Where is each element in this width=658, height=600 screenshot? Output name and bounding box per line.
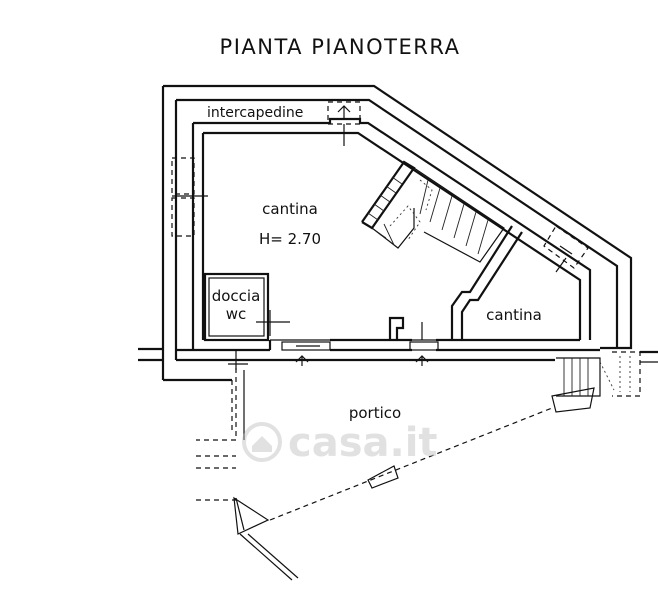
pillar — [388, 316, 405, 340]
label-portico: portico — [349, 404, 401, 422]
left-windows — [171, 157, 208, 237]
inner-walls — [176, 117, 600, 362]
label-cantina-right: cantina — [486, 306, 542, 324]
label-cantina-main: cantina — [262, 200, 318, 218]
right-window — [543, 225, 589, 273]
watermark-text: casa.it — [288, 420, 438, 466]
watermark-logo — [242, 422, 282, 462]
doccia-wc-room — [203, 272, 290, 342]
staircase-right — [413, 167, 505, 263]
label-intercapedine: intercapedine — [207, 105, 303, 121]
portico-outline — [196, 368, 553, 581]
staircase-left — [361, 160, 421, 249]
label-height: H= 2.70 — [259, 230, 321, 248]
plan-title: PIANTA PIANOTERRA — [220, 35, 461, 59]
partition-wall — [450, 225, 523, 340]
top-vent — [327, 101, 361, 146]
vent-openings — [228, 322, 439, 370]
external-stairs — [551, 350, 658, 413]
outer-walls — [138, 84, 633, 382]
label-wc: wc — [226, 305, 247, 323]
label-doccia: doccia — [212, 287, 261, 305]
